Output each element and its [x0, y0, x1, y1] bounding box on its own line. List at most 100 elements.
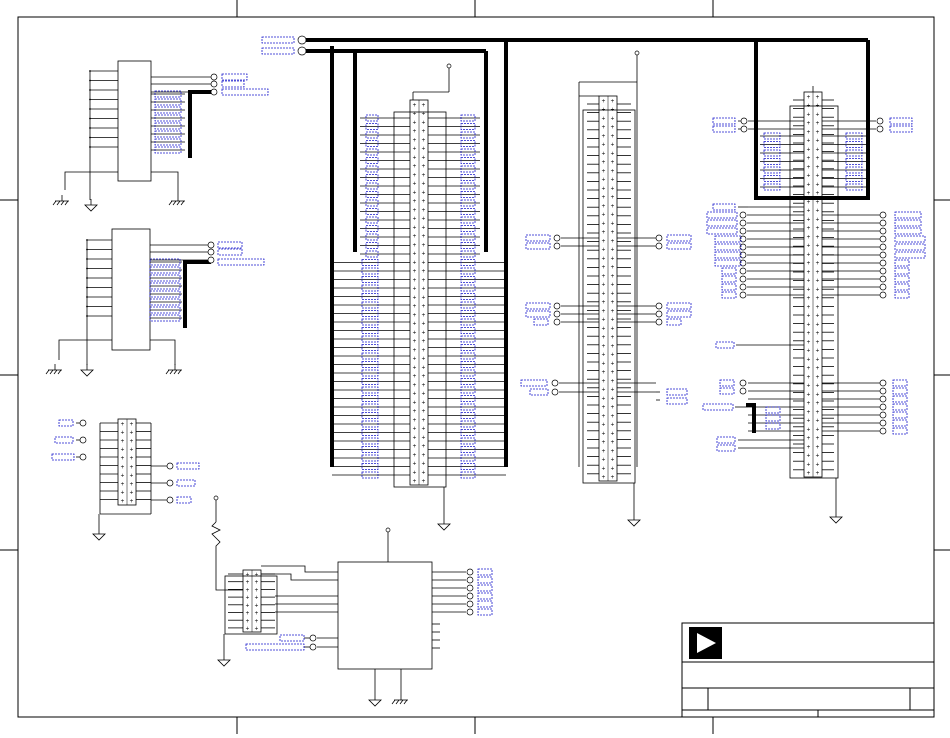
pin-mark: + [610, 440, 614, 446]
pin-mark: + [806, 453, 810, 459]
net-label [460, 344, 476, 351]
net-label [51, 453, 75, 461]
net-label [714, 251, 742, 259]
pin-mark: + [806, 226, 810, 232]
net-label [149, 290, 181, 298]
pin-mark: + [806, 436, 810, 442]
test-point-icon [739, 243, 747, 251]
net-label [279, 634, 305, 642]
net-label [845, 175, 863, 182]
net-label [460, 310, 476, 317]
test-point-icon [876, 125, 884, 133]
net-label [149, 266, 181, 274]
pin-mark: + [815, 243, 819, 249]
pin-mark: + [601, 133, 605, 139]
test-point-icon [879, 387, 887, 395]
pin-mark: + [245, 618, 249, 624]
net-label [460, 233, 476, 241]
pin-mark: + [806, 138, 810, 144]
pin-mark: + [815, 427, 819, 433]
pin-mark: + [806, 182, 810, 188]
pin-mark: + [421, 391, 425, 397]
pin-mark: + [245, 572, 249, 578]
net-label [477, 608, 493, 616]
net-label [714, 235, 742, 243]
net-label [892, 379, 908, 387]
test-point-icon [879, 211, 887, 219]
pin-mark: + [412, 295, 416, 301]
pin-mark: + [421, 102, 425, 108]
net-label [460, 454, 476, 462]
pin-mark: + [610, 256, 614, 262]
connector-outline [789, 105, 839, 479]
pin-mark: + [129, 447, 133, 453]
pin-mark: + [610, 116, 614, 122]
pin-mark: + [421, 260, 425, 266]
net-label [361, 293, 379, 300]
resistor-icon [211, 521, 221, 548]
net-label [702, 403, 734, 411]
pin-mark: + [601, 352, 605, 358]
pin-mark: + [806, 313, 810, 319]
wire [45, 369, 50, 375]
pin-mark: + [601, 370, 605, 376]
pin-mark: + [412, 111, 416, 117]
pin-mark: + [610, 238, 614, 244]
wire [261, 573, 338, 581]
net-label [529, 388, 549, 396]
pin-mark: + [601, 361, 605, 367]
net-label [176, 479, 196, 487]
net-label [460, 403, 476, 411]
net-label [666, 302, 692, 310]
pin-mark: + [806, 401, 810, 407]
pin-mark: + [421, 330, 425, 336]
pin-mark: + [610, 361, 614, 367]
pin-mark: + [421, 452, 425, 458]
pin-mark: + [815, 296, 819, 302]
pin-mark: + [421, 277, 425, 283]
wire [261, 565, 338, 573]
net-label [149, 258, 181, 266]
pin-mark: + [120, 430, 124, 436]
pin-mark: + [421, 155, 425, 161]
pin-mark: + [815, 173, 819, 179]
net-label [361, 437, 379, 445]
pin-mark: + [254, 580, 258, 586]
net-label [477, 592, 493, 600]
pin-mark: + [806, 339, 810, 345]
wire [403, 699, 408, 705]
net-label [154, 130, 182, 138]
pin-mark: + [601, 466, 605, 472]
net-label [765, 406, 781, 414]
pin-mark: + [412, 260, 416, 266]
net-label [365, 165, 379, 173]
net-label [361, 429, 379, 436]
test-point-icon [879, 403, 887, 411]
pin-mark: + [806, 322, 810, 328]
test-point-icon [879, 291, 887, 299]
net-label [894, 219, 922, 227]
test-point-icon [739, 211, 747, 219]
net-label [176, 496, 192, 504]
pin-mark: + [601, 160, 605, 166]
bus-line [183, 260, 211, 328]
net-label [716, 436, 736, 444]
pin-mark: + [610, 125, 614, 131]
pin-mark: + [610, 387, 614, 393]
pin-mark: + [412, 391, 416, 397]
test-point-icon [297, 46, 307, 56]
pin-mark: + [610, 335, 614, 341]
pin-mark: + [815, 156, 819, 162]
net-label [894, 243, 926, 251]
pin-mark: + [610, 422, 614, 428]
pin-mark: + [806, 427, 810, 433]
test-point-icon [166, 496, 174, 504]
pin-mark: + [815, 471, 819, 477]
pin-mark: + [601, 300, 605, 306]
net-label [365, 131, 379, 139]
net-label [361, 378, 379, 385]
ground-icon [437, 523, 451, 531]
pin-mark: + [120, 490, 124, 496]
net-label [525, 302, 551, 310]
pin-mark: + [806, 164, 810, 170]
